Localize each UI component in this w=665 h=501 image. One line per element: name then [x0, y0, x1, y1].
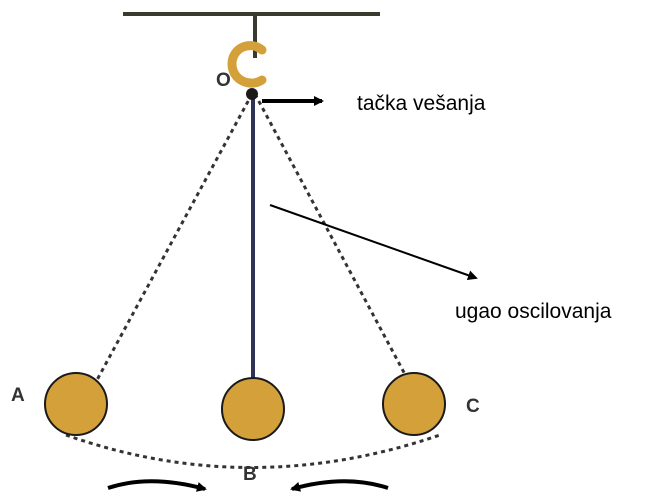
- label-o: O: [216, 70, 231, 91]
- dashed-line-left: [95, 93, 254, 381]
- label-c: C: [466, 396, 480, 417]
- hook-icon: [227, 41, 267, 88]
- arrow-bottom-right: [290, 479, 389, 492]
- label-b: B: [243, 464, 257, 485]
- angle-arrow: [269, 204, 478, 281]
- arrow-bottom-left: [107, 479, 207, 492]
- bob-left: [44, 372, 108, 436]
- bob-right: [382, 372, 446, 436]
- oscillation-angle-label: ugao oscilovanja: [455, 300, 612, 323]
- label-a: A: [11, 385, 25, 406]
- dashed-arc: [65, 433, 441, 469]
- pivot-dot: [246, 88, 258, 100]
- suspension-point-label: tačka vešanja: [357, 92, 486, 115]
- dashed-line-right: [253, 93, 410, 381]
- bob-middle: [221, 377, 285, 441]
